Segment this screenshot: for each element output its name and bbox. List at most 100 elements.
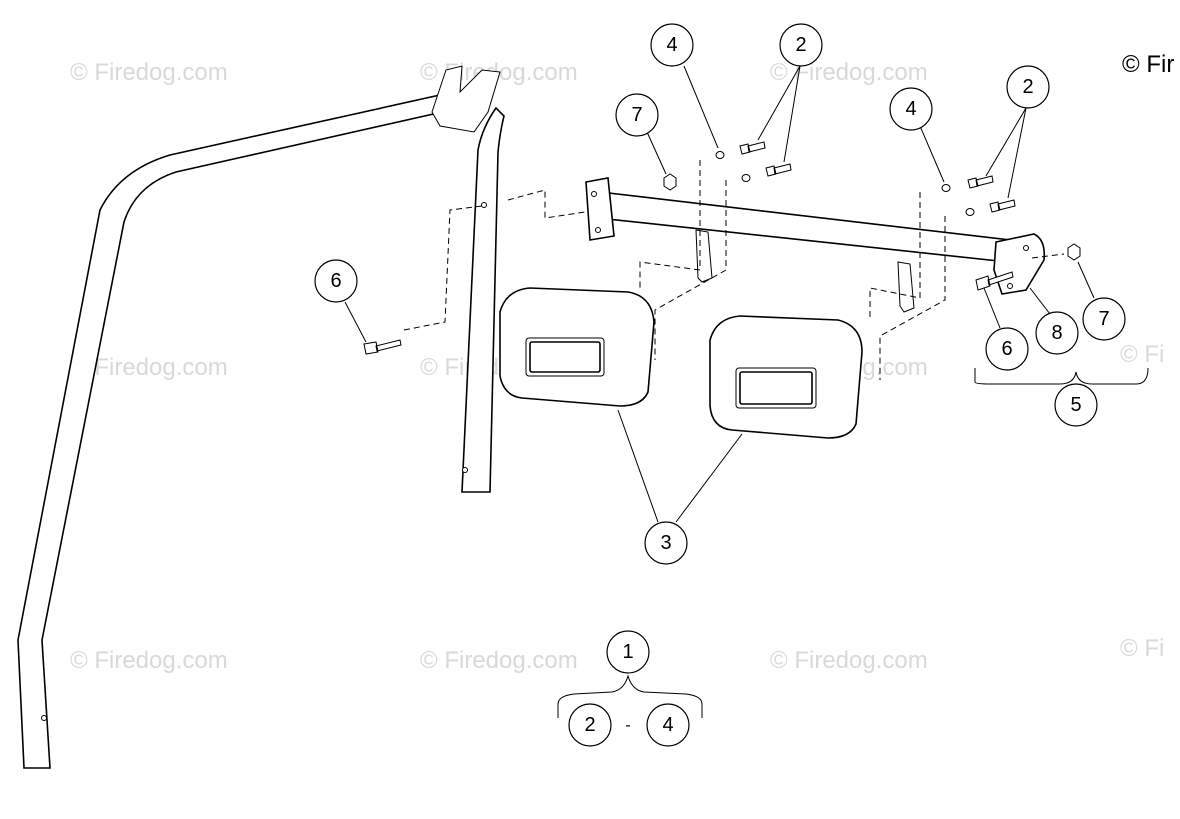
callout-circle (615, 93, 659, 137)
callout-circle (650, 23, 694, 67)
bolt (975, 271, 1014, 291)
washer (715, 151, 725, 159)
plate-hole (1023, 245, 1029, 251)
rops-hole (481, 202, 487, 208)
work-light-left (499, 287, 655, 407)
callout-5[interactable]: 5 (1054, 383, 1098, 427)
nut (663, 173, 677, 191)
callout-number: 2 (584, 714, 595, 736)
assembly-lines (403, 160, 1065, 380)
leader-line (646, 131, 667, 175)
plate-hole (595, 227, 601, 233)
callout-7[interactable]: 7 (1082, 297, 1126, 341)
callout-number: 7 (631, 104, 642, 126)
leader-line (919, 125, 945, 183)
watermark: © Firedog.com (70, 59, 228, 86)
callout-2[interactable]: 2 (568, 703, 612, 747)
leader-line (985, 107, 1027, 177)
screw (739, 141, 766, 155)
leader-line (683, 65, 719, 149)
callout-number: 2 (795, 34, 806, 56)
assembly-line (654, 180, 727, 360)
callout-number: 5 (1070, 394, 1081, 416)
callout-2[interactable]: 2 (1006, 65, 1050, 109)
callout-circle (646, 703, 690, 747)
leader-line (1007, 107, 1027, 199)
watermark: © Fi (1120, 635, 1164, 662)
leader-line (783, 65, 801, 163)
callout-number: 8 (1051, 322, 1062, 344)
callout-number: 7 (1098, 308, 1109, 330)
callout-circle (779, 23, 823, 67)
assembly-line (639, 160, 701, 290)
leader-line (757, 65, 801, 141)
leader-line (983, 287, 1001, 329)
assembly-line (869, 192, 921, 318)
light-bar-tube (597, 191, 1011, 263)
callout-number: 4 (905, 98, 916, 120)
callout-circle (1082, 297, 1126, 341)
callout-circle (606, 630, 650, 674)
watermark: © Firedog.com (770, 647, 928, 674)
callout-circle (314, 259, 358, 303)
plate-hole (591, 191, 597, 197)
washer (965, 208, 975, 216)
callout-4[interactable]: 4 (650, 23, 694, 67)
watermark: © Fi (1120, 341, 1164, 368)
work-light-right (709, 315, 863, 439)
assembly-line (879, 216, 946, 380)
callout-circle (1006, 65, 1050, 109)
callout-number: 2 (1022, 76, 1033, 98)
callout-2[interactable]: 2 (779, 23, 823, 67)
callout-circle (985, 327, 1029, 371)
leader-lines (344, 65, 1095, 523)
watermark: © Firedog.com (420, 647, 578, 674)
washer (741, 174, 751, 182)
leader-line (675, 433, 743, 523)
callout-number: 3 (660, 532, 671, 554)
light-bar (585, 177, 1046, 295)
callout-circle (1035, 311, 1079, 355)
screw (989, 199, 1016, 213)
callout-circle (889, 87, 933, 131)
rops-hole (41, 715, 47, 721)
watermark: © Firedog.com (70, 647, 228, 674)
callout-circle (568, 703, 612, 747)
nut (1067, 243, 1081, 261)
callout-number: 6 (330, 270, 341, 292)
callout-1[interactable]: 1 (606, 630, 650, 674)
callout-8[interactable]: 8 (1035, 311, 1079, 355)
callout-number: 4 (662, 714, 673, 736)
leader-line (1029, 287, 1051, 315)
leader-line (1077, 261, 1095, 299)
group-brace (557, 674, 703, 718)
callout-circle (644, 521, 688, 565)
plate-hole (1007, 283, 1013, 289)
assembly-line (507, 189, 586, 219)
callout-number: 1 (622, 641, 633, 663)
leader-line (344, 301, 367, 343)
copyright-text: © Fir (1122, 51, 1174, 78)
callout-6[interactable]: 6 (985, 327, 1029, 371)
callout-number: 4 (666, 34, 677, 56)
callout-circle (1054, 383, 1098, 427)
screw (967, 175, 994, 189)
bolt (363, 339, 402, 355)
callout-7[interactable]: 7 (615, 93, 659, 137)
callout-4[interactable]: 4 (646, 703, 690, 747)
light-lens-inner (529, 341, 601, 373)
callout-3[interactable]: 3 (644, 521, 688, 565)
callout-4[interactable]: 4 (889, 87, 933, 131)
light-lens-inner (739, 371, 813, 405)
watermarks: © Firedog.com © Firedog.com © Firedog.co… (70, 59, 1164, 674)
light-mount-tab (695, 229, 713, 283)
rops-hole (462, 467, 468, 473)
callout-number: 6 (1001, 338, 1012, 360)
assembly-line (1031, 253, 1065, 259)
rops-mount-bracket (431, 65, 501, 133)
hardware (363, 141, 1081, 355)
assembly-line (403, 205, 483, 331)
callout-6[interactable]: 6 (314, 259, 358, 303)
group-brace (974, 367, 1149, 385)
